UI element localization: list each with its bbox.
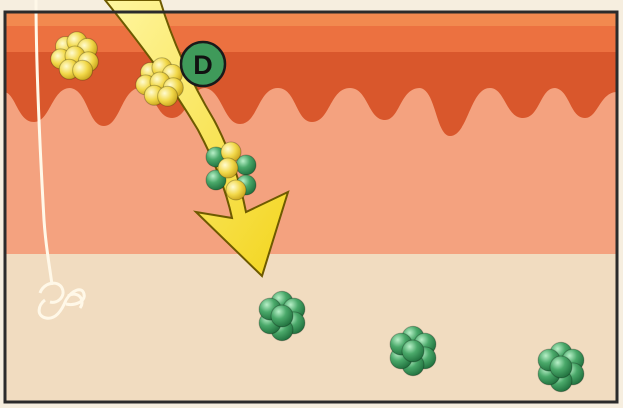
d-badge-label: D — [193, 50, 213, 80]
green-particle-cluster-bead — [402, 340, 424, 362]
green-particle-cluster-bead — [271, 305, 293, 327]
yellow-particle-cluster-bead — [158, 86, 178, 106]
green-particle-cluster-bead — [550, 356, 572, 378]
surface-highlight — [5, 12, 617, 26]
green-particle-cluster — [259, 291, 305, 341]
yellow-particle-cluster-bead — [73, 60, 93, 80]
subcutis-layer — [5, 252, 617, 402]
green-particle-cluster — [538, 342, 584, 392]
d-badge: D — [181, 42, 225, 86]
mixed-particle — [218, 158, 238, 178]
green-particle-cluster — [390, 326, 436, 376]
mixed-particle — [226, 180, 246, 200]
